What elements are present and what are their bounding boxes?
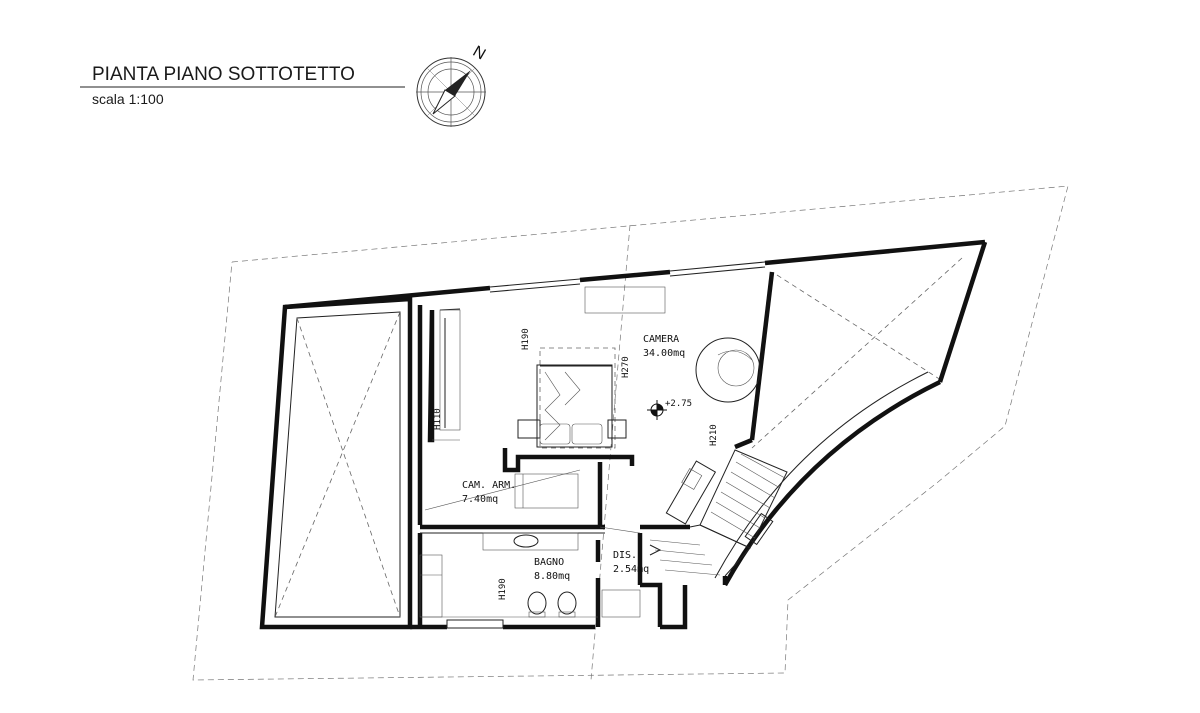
height-h110: H110: [433, 408, 443, 430]
room-area-dis: 2.54mq: [613, 564, 649, 575]
north-label: N: [470, 43, 489, 64]
room-name-bagno: BAGNO: [534, 557, 564, 568]
room-name-dis: DIS.: [613, 550, 637, 561]
height-h190-top: H190: [521, 328, 531, 350]
room-area-camera: 34.00mq: [643, 348, 685, 359]
height-h210: H210: [709, 424, 719, 446]
plan-title: PIANTA PIANO SOTTOTETTO: [92, 64, 355, 85]
right-void-space: [751, 257, 963, 449]
height-labels: H190 H270 H110 H210 H190: [433, 328, 719, 600]
left-void-space: [259, 296, 413, 630]
level-marker-icon: [647, 400, 667, 420]
plan-scale: scala 1:100: [92, 91, 164, 107]
roof-outline: [192, 185, 1069, 681]
height-h270: H270: [621, 356, 631, 378]
exterior-walls: [284, 239, 988, 630]
top-windows: [489, 261, 766, 314]
room-name-camera: CAMERA: [643, 334, 679, 345]
room-area-cam-arm: 7.40mq: [462, 494, 498, 505]
interior-partitions: [420, 308, 690, 627]
room-area-bagno: 8.80mq: [534, 571, 570, 582]
height-h190-bath: H190: [498, 578, 508, 600]
room-name-cam-arm: CAM. ARM.: [462, 480, 516, 491]
bathroom-fixtures: [419, 532, 641, 629]
compass-rose-icon: N: [416, 43, 488, 127]
level-value: +2.75: [665, 399, 692, 409]
room-labels: CAMERA 34.00mq CAM. ARM. 7.40mq BAGNO 8.…: [462, 334, 685, 582]
bedroom-furniture: [517, 337, 761, 525]
staircase: [649, 449, 788, 577]
title-block: PIANTA PIANO SOTTOTETTO scala 1:100: [80, 64, 405, 107]
